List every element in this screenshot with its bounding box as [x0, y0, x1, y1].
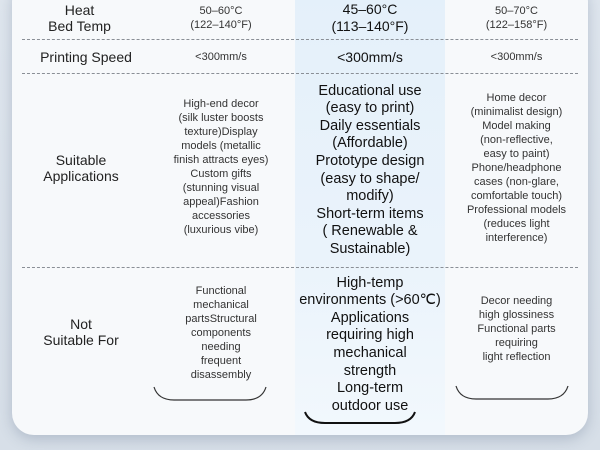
mid-bracket-arc [304, 411, 416, 424]
list-line: easy to paint) [483, 148, 550, 160]
list-line: Professional models [466, 204, 567, 216]
temp-right-value: 50–70°C (122–158°F) [445, 2, 588, 34]
label-line: Bed Temp [48, 18, 111, 34]
list-line: ( Renewable & [322, 223, 418, 240]
list-line: Functional [195, 285, 247, 297]
comparison-card: Heat Bed Temp 50–60°C (122–140°F) 45–60°… [12, 0, 588, 435]
list-line: Daily essentials [319, 117, 421, 134]
list-line: requiring [495, 337, 538, 349]
speed-left-value: <300mm/s [147, 47, 295, 67]
list-line: finish attracts eyes) [173, 154, 269, 166]
list-line: (minimalist design) [470, 106, 563, 118]
list-line: Applications [330, 309, 410, 326]
list-line: (easy to print) [325, 100, 415, 117]
label-line: Applications [43, 168, 119, 184]
list-line: Prototype design [315, 152, 425, 169]
list-line: frequent [200, 355, 242, 367]
list-line: mechanical [333, 345, 407, 361]
not-suitable-right-list: Decor needing high glossiness Functional… [445, 293, 588, 365]
list-line: (luxurious vibe) [183, 224, 259, 236]
value-line: <300mm/s [490, 51, 543, 63]
list-line: (silk luster boosts [178, 112, 264, 124]
suitable-applications-label: Suitable Applications [12, 148, 150, 188]
list-line: light reflection [482, 351, 551, 363]
list-line: interference) [485, 232, 548, 244]
value-line: (122–158°F) [485, 19, 548, 31]
label-line: Heat [64, 2, 95, 18]
list-line: components [191, 327, 251, 339]
list-line: Custom gifts [190, 168, 252, 180]
temp-left-value: 50–60°C (122–140°F) [147, 2, 295, 34]
list-line: Educational use [318, 82, 422, 99]
list-line: models (metallic [181, 140, 261, 152]
list-line: partsStructural [185, 313, 257, 325]
not-suitable-left-list: Functional mechanical partsStructural co… [147, 283, 295, 383]
list-line: mechanical [193, 299, 249, 311]
list-line: environments (>60℃) [299, 292, 441, 309]
value-line: 50–70°C [495, 5, 538, 17]
list-line: High-temp [336, 274, 404, 291]
list-line: outdoor use [331, 397, 409, 414]
list-line: comfortable touch) [470, 190, 563, 202]
printing-speed-label: Printing Speed [12, 45, 160, 69]
row-divider [22, 73, 578, 74]
speed-mid-value: <300mm/s [295, 46, 445, 68]
right-bracket-arc [455, 385, 569, 400]
list-line: (stunning visual [182, 182, 260, 194]
value-line: (113–140°F) [331, 18, 409, 34]
not-suitable-label: Not Suitable For [12, 312, 150, 352]
list-line: requiring high [326, 327, 414, 344]
label-line: Suitable For [43, 332, 119, 348]
list-line: high glossiness [478, 309, 555, 321]
list-line: strength [343, 362, 397, 379]
list-line: Sustainable) [329, 240, 411, 257]
speed-right-value: <300mm/s [445, 47, 588, 67]
value-line: <300mm/s [337, 48, 403, 65]
list-line: texture)Display [184, 126, 258, 138]
list-line: Long-term [336, 380, 404, 397]
list-line: (reduces light [483, 218, 550, 230]
value-line: 45–60°C [342, 1, 398, 17]
list-line: accessories [191, 210, 251, 222]
label-line: Printing Speed [40, 49, 132, 65]
list-line: appeal)Fashion [183, 196, 259, 208]
highlighted-column [295, 0, 445, 435]
list-line: cases (non-glare, [474, 176, 559, 188]
list-line: disassembly [190, 369, 252, 381]
list-line: Decor needing [480, 295, 553, 307]
applications-right-list: Home decor (minimalist design) Model mak… [445, 88, 588, 248]
list-line: Phone/headphone [471, 162, 562, 174]
value-line: <300mm/s [195, 51, 247, 63]
applications-left-list: High-end decor (silk luster boosts textu… [147, 92, 295, 242]
label-line: Not [70, 316, 92, 332]
label-line: Suitable [55, 152, 107, 168]
list-line: Short-term items [316, 205, 424, 222]
value-line: 50–60°C [199, 5, 243, 17]
list-line: needing [201, 341, 241, 353]
not-suitable-mid-list: High-temp environments (>60℃) Applicatio… [295, 274, 445, 416]
applications-mid-list: Educational use (easy to print) Daily es… [295, 83, 445, 258]
row-divider [22, 267, 578, 268]
list-line: (easy to shape/ [320, 170, 420, 187]
list-line: modify) [346, 188, 394, 205]
row-divider [22, 39, 578, 40]
list-line: Model making [482, 120, 551, 132]
list-line: High-end decor [183, 98, 259, 110]
heat-bed-temp-label: Heat Bed Temp [12, 0, 147, 36]
value-line: (122–140°F) [190, 19, 252, 31]
list-line: Home decor [486, 92, 547, 104]
list-line: (non-reflective, [480, 134, 553, 146]
list-line: Functional parts [477, 323, 556, 335]
temp-mid-value: 45–60°C (113–140°F) [295, 1, 445, 35]
left-bracket-arc [153, 386, 267, 401]
list-line: (Affordable) [332, 135, 408, 152]
